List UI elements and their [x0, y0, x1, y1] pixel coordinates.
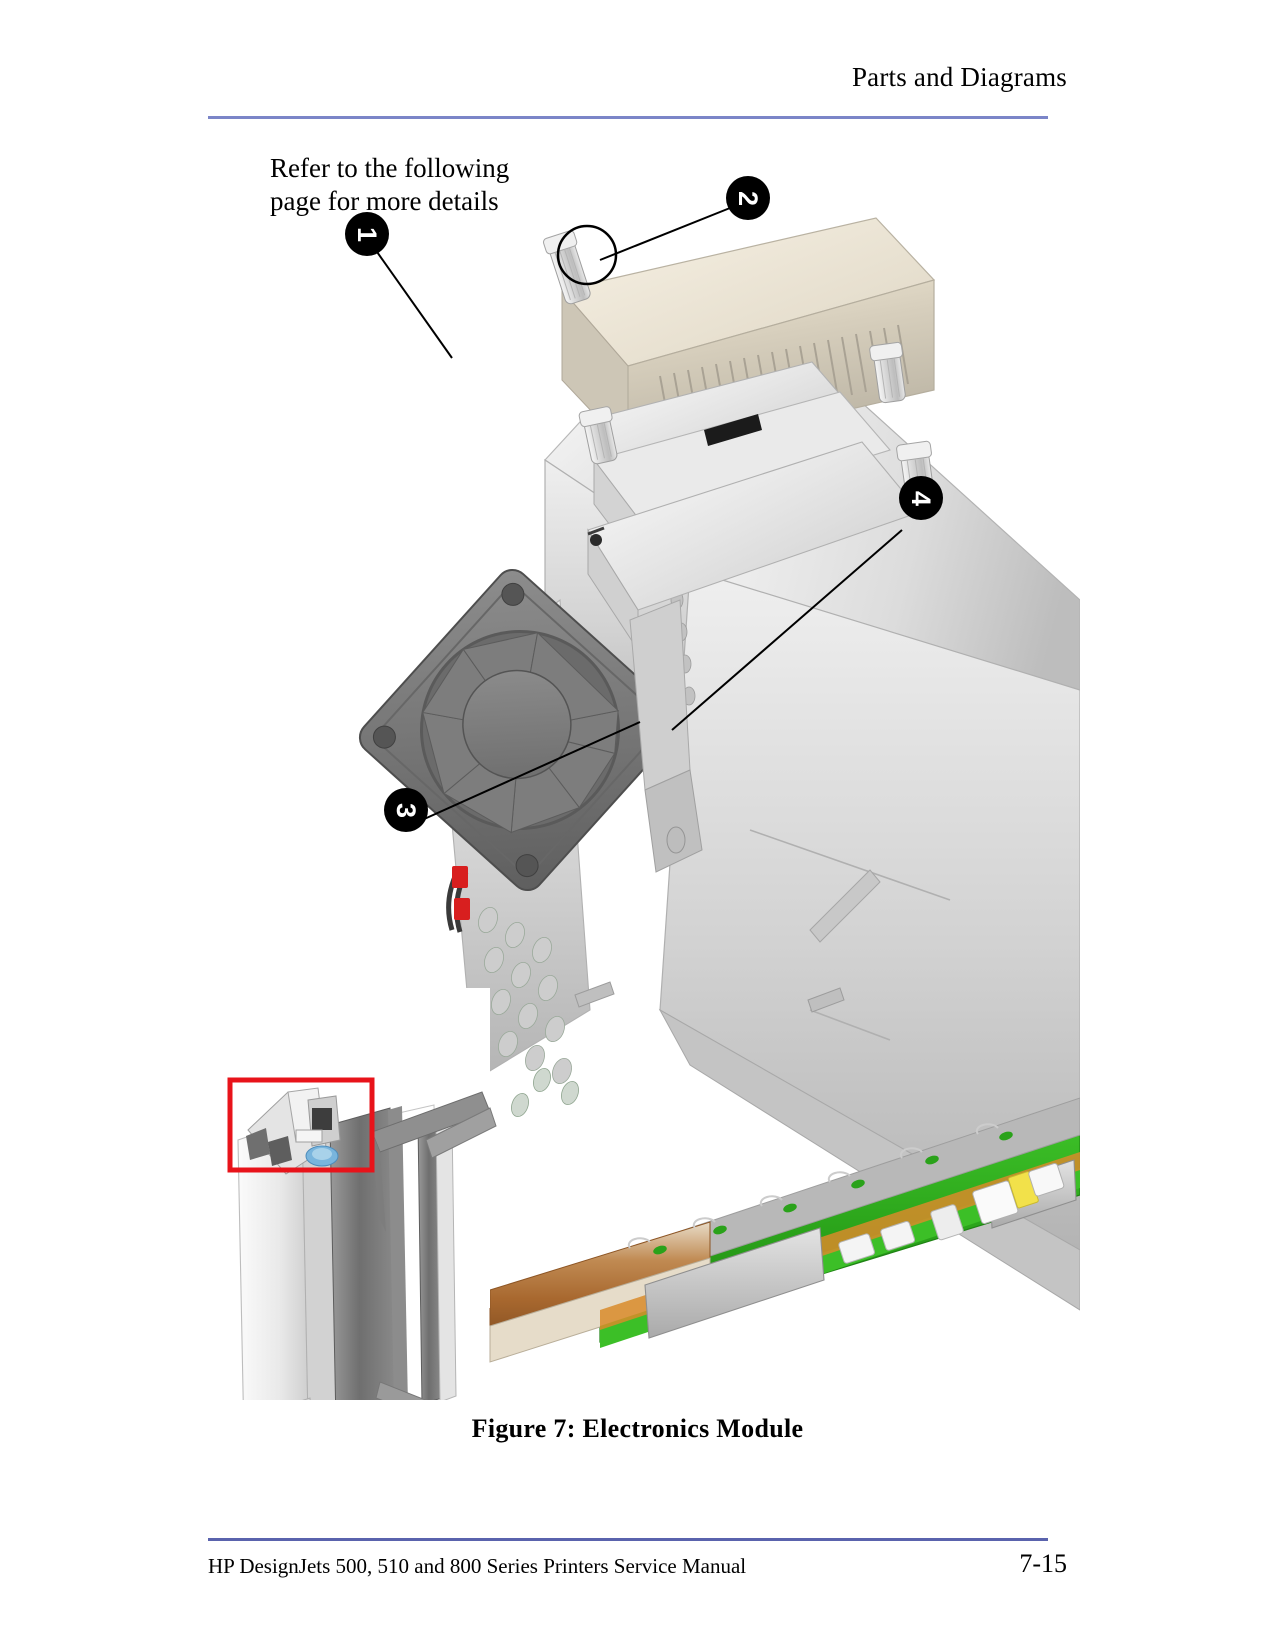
- figure-illustration: [190, 130, 1080, 1400]
- leader-1: [369, 241, 453, 359]
- callout-number: 1: [352, 226, 383, 242]
- callout-number: 4: [906, 490, 937, 506]
- red-highlight-box: [227, 1077, 375, 1173]
- inset-electronics-module: [246, 1087, 341, 1175]
- leader-4: [671, 529, 903, 731]
- callout-marker-1[interactable]: 1: [345, 212, 389, 256]
- cooling-fan: [358, 568, 682, 892]
- detail-circle: [556, 224, 618, 286]
- footer-manual-title: HP DesignJets 500, 510 and 800 Series Pr…: [208, 1554, 747, 1578]
- figure-caption: Figure 7: Electronics Module: [471, 1414, 804, 1443]
- callout-marker-3[interactable]: 3: [384, 788, 428, 832]
- pcb-assembly: [489, 1097, 1080, 1363]
- header-divider: [208, 116, 1048, 119]
- callout-number: 2: [733, 190, 764, 206]
- figure-note: Refer to the following page for more det…: [270, 153, 510, 216]
- callout-marker-2[interactable]: 2: [726, 176, 770, 220]
- page-header-title: Parts and Diagrams: [851, 62, 1067, 92]
- electronics-module-body: [358, 217, 1080, 1363]
- leader-2: [599, 207, 731, 261]
- callout-number: 3: [391, 802, 422, 818]
- leader-lines: [369, 207, 903, 821]
- footer-page-number: 7-15: [1019, 1549, 1067, 1578]
- leader-3-main: [421, 721, 641, 821]
- callout-marker-4[interactable]: 4: [899, 476, 943, 520]
- footer-divider: [208, 1538, 1048, 1541]
- inset-overview: [227, 988, 497, 1400]
